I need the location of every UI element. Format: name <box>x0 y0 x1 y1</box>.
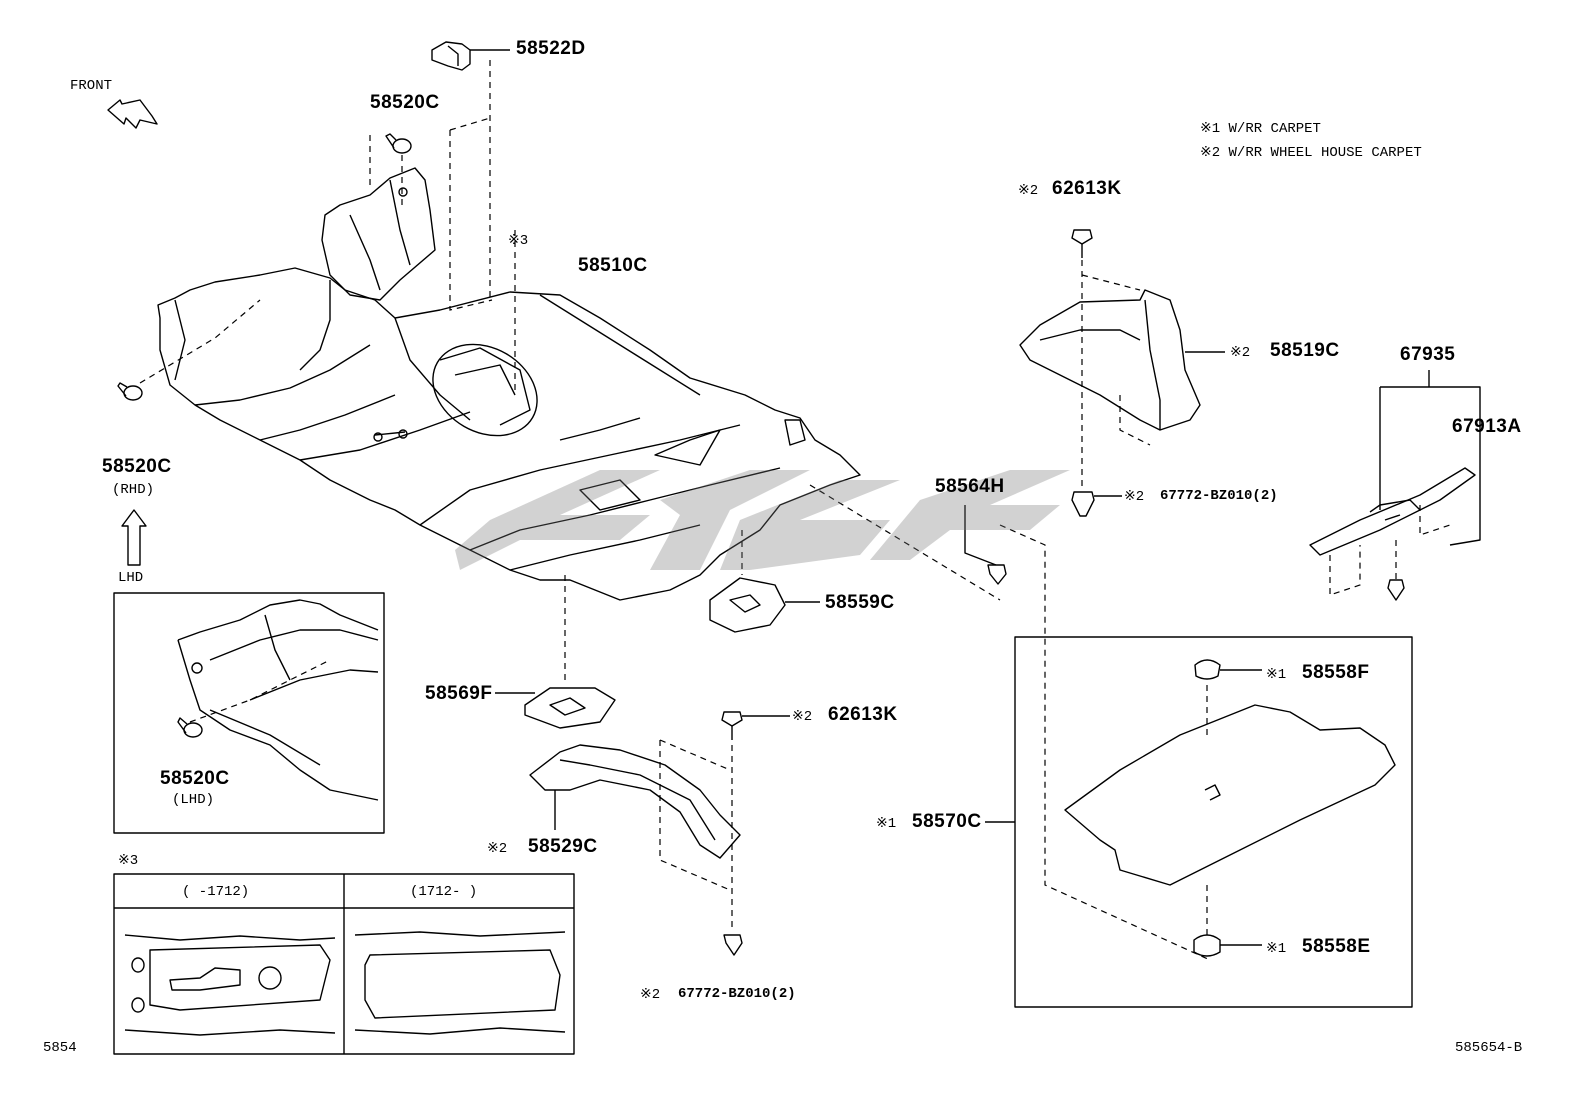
label-58558F: 58558F <box>1302 662 1370 683</box>
console-area-circle <box>432 343 538 437</box>
label-62613K-top: 62613K <box>1052 178 1122 199</box>
front-arrow-icon <box>107 99 158 129</box>
clip-58520C-rhd-icon <box>123 385 143 401</box>
clip-62613K-mid-icon <box>721 711 743 727</box>
clip-58522D-icon <box>431 41 471 71</box>
label-58522D: 58522D <box>516 38 586 59</box>
clip-67772-top-icon <box>1071 491 1095 517</box>
clip-58520C-top-icon <box>392 138 412 154</box>
clip-62613K-top-icon <box>1071 229 1093 245</box>
ref3-table-marker: ※3 <box>118 853 139 869</box>
marker-58570C: ※1 <box>876 816 897 832</box>
label-58559C: 58559C <box>825 592 895 613</box>
marker-67772-bottom: ※2 <box>640 987 661 1003</box>
main-floor-carpet <box>157 267 861 601</box>
clip-67772-bottom-icon <box>723 934 743 956</box>
label-58569F: 58569F <box>425 683 493 704</box>
wheel-house-58519C <box>1019 289 1201 431</box>
front-label: FRONT <box>70 78 113 94</box>
lhd-arrow-icon <box>121 509 147 566</box>
label-58529C: 58529C <box>528 836 598 857</box>
marker-58529C: ※2 <box>487 841 508 857</box>
clip-58564H-icon <box>987 564 1007 585</box>
label-58520C-top: 58520C <box>370 92 440 113</box>
label-58570C: 58570C <box>912 811 982 832</box>
label-58510C: 58510C <box>578 255 648 276</box>
pad-58559C-icon <box>709 577 786 633</box>
label-67772-bottom: 67772-BZ010(2) <box>678 986 796 1002</box>
label-ref3: ※3 <box>508 233 529 249</box>
watermark-logo <box>450 460 1090 600</box>
clip-58558F-icon <box>1194 659 1221 680</box>
label-58520C-rhd: 58520C <box>102 456 172 477</box>
note-1: ※1 W/RR CARPET <box>1200 121 1321 137</box>
corner-left-code: 5854 <box>43 1040 77 1056</box>
pad-58569F-icon <box>524 687 616 729</box>
label-58564H: 58564H <box>935 476 1005 497</box>
marker-58558F: ※1 <box>1266 667 1287 683</box>
ref3-col2: (1712- ) <box>410 884 478 900</box>
lhd-inset-box <box>113 592 385 834</box>
marker-62613K-top: ※2 <box>1018 183 1039 199</box>
label-lhd-arrow: LHD <box>118 570 144 586</box>
label-58519C: 58519C <box>1270 340 1340 361</box>
label-lhd: (LHD) <box>172 792 215 808</box>
label-67913A: 67913A <box>1452 416 1522 437</box>
rear-carpet-58570C <box>1064 704 1396 886</box>
wheel-house-58529C <box>529 744 741 859</box>
label-rhd: (RHD) <box>112 482 155 498</box>
scuff-plate-67913A <box>1309 467 1476 556</box>
clip-58558E-icon <box>1193 934 1221 957</box>
marker-58558E: ※1 <box>1266 941 1287 957</box>
label-58558E: 58558E <box>1302 936 1371 957</box>
label-67772-top: 67772-BZ010(2) <box>1160 488 1278 504</box>
label-62613K-mid: 62613K <box>828 704 898 725</box>
marker-62613K-mid: ※2 <box>792 709 813 725</box>
ref3-col1: ( -1712) <box>182 884 250 900</box>
marker-67772-top: ※2 <box>1124 489 1145 505</box>
marker-58519C: ※2 <box>1230 345 1251 361</box>
note-2: ※2 W/RR WHEEL HOUSE CARPET <box>1200 145 1422 161</box>
label-67935: 67935 <box>1400 344 1456 365</box>
label-58520C-lhd: 58520C <box>160 768 230 789</box>
corner-right-code: 585654-B <box>1455 1040 1523 1056</box>
